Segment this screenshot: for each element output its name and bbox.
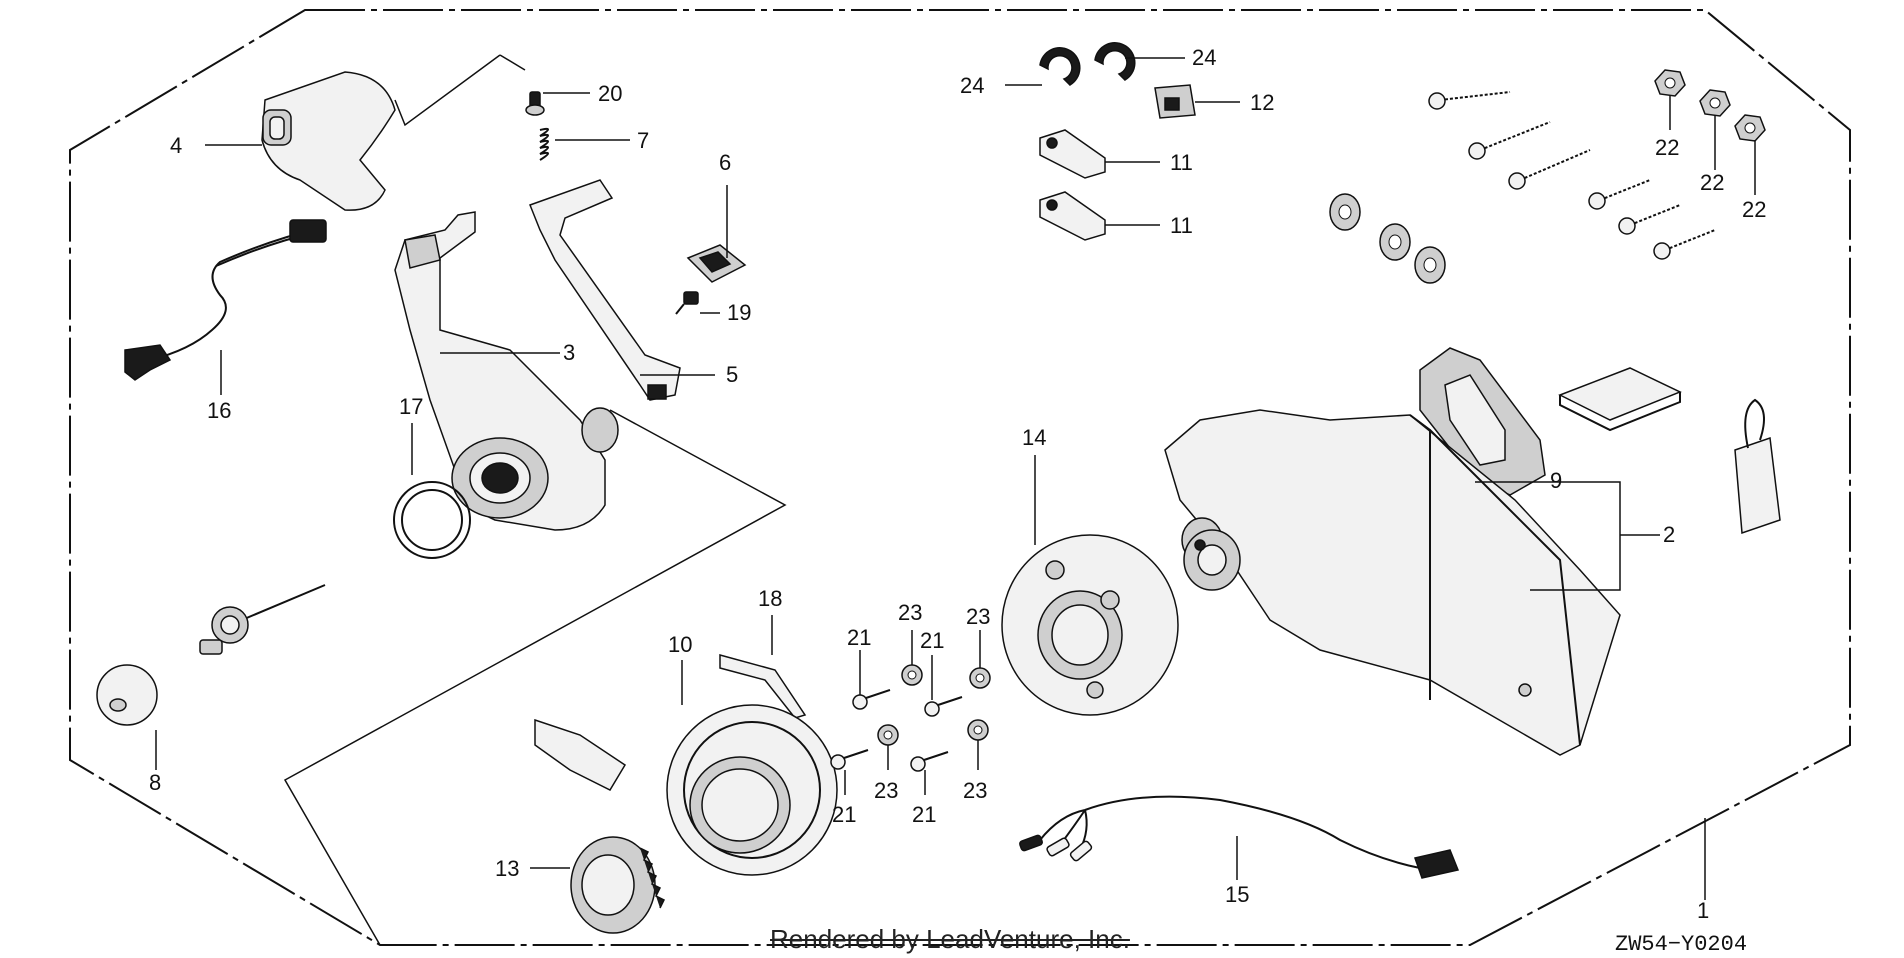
part-screws-21 <box>830 689 963 772</box>
assembly-boundary <box>69 9 1851 946</box>
part-tag <box>1734 398 1781 535</box>
callout-22a: 22 <box>1655 135 1679 160</box>
part-control-lever <box>394 211 619 531</box>
callout-labels: 1 2 3 4 5 6 7 8 9 10 11 11 12 13 14 15 1… <box>149 45 1766 923</box>
part-handle-cover <box>261 71 396 211</box>
callout-22b: 22 <box>1700 170 1724 195</box>
callout-17: 17 <box>399 394 423 419</box>
part-block-12 <box>1154 84 1196 119</box>
callout-20: 20 <box>598 81 622 106</box>
callout-3: 3 <box>563 340 575 365</box>
part-screw-20 <box>525 91 545 116</box>
part-gear-13 <box>570 836 666 934</box>
callout-2: 2 <box>1663 522 1675 547</box>
callout-21d: 21 <box>912 802 936 827</box>
part-remote-housing <box>1164 409 1621 756</box>
part-nuts-22 <box>1654 69 1766 142</box>
inner-guide-left <box>283 409 787 946</box>
callout-21b: 21 <box>920 628 944 653</box>
part-lever-link <box>529 179 681 401</box>
part-link-11b <box>1039 191 1106 241</box>
part-switch-harness <box>124 219 327 381</box>
callout-13: 13 <box>495 856 519 881</box>
part-shaft <box>199 584 326 655</box>
callout-23a: 23 <box>898 600 922 625</box>
part-flat-washers <box>1329 193 1446 284</box>
callout-8: 8 <box>149 770 161 795</box>
callout-6: 6 <box>719 150 731 175</box>
part-washers-23 <box>877 664 991 746</box>
callout-22c: 22 <box>1742 197 1766 222</box>
part-plate-9 <box>1419 347 1546 496</box>
callout-19: 19 <box>727 300 751 325</box>
callout-10: 10 <box>668 632 692 657</box>
rendered-by-watermark: Rendered by LeadVenture, Inc. <box>770 924 1130 954</box>
callout-11a: 11 <box>1170 150 1193 175</box>
part-spring-7 <box>539 127 549 161</box>
callout-23d: 23 <box>963 778 987 803</box>
leader-lines <box>155 57 1756 900</box>
callout-16: 16 <box>207 398 231 423</box>
callout-12: 12 <box>1250 90 1274 115</box>
callout-1: 1 <box>1697 898 1709 923</box>
callout-14: 14 <box>1022 425 1046 450</box>
part-oring-17 <box>393 481 471 559</box>
part-mounting-screws <box>1428 91 1716 260</box>
part-plate-6 <box>686 244 747 283</box>
callout-23c: 23 <box>874 778 898 803</box>
callout-7: 7 <box>637 128 649 153</box>
part-plate-14 <box>1001 534 1179 716</box>
inner-guide-top-2 <box>499 54 526 71</box>
callout-18: 18 <box>758 586 782 611</box>
part-bolt-19 <box>675 291 699 315</box>
part-cap-8 <box>96 664 158 726</box>
callout-15: 15 <box>1225 882 1249 907</box>
callout-21c: 21 <box>832 802 856 827</box>
callout-4: 4 <box>170 133 182 158</box>
callout-5: 5 <box>726 362 738 387</box>
part-link-11a <box>1039 129 1106 179</box>
inner-guide-top <box>394 54 501 127</box>
part-wire-harness <box>1019 795 1460 879</box>
callout-24a: 24 <box>960 73 984 98</box>
callout-11b: 11 <box>1170 213 1193 238</box>
callout-9: 9 <box>1550 468 1562 493</box>
part-bracket <box>534 718 627 791</box>
part-booklet <box>1558 367 1682 432</box>
part-ring-10 <box>666 704 838 876</box>
callout-21a: 21 <box>847 625 871 650</box>
diagram-code: ZW54−Y0204 <box>1615 932 1748 957</box>
callout-23b: 23 <box>966 604 990 629</box>
callout-24b: 24 <box>1192 45 1216 70</box>
part-eclips-24 <box>1039 42 1136 86</box>
